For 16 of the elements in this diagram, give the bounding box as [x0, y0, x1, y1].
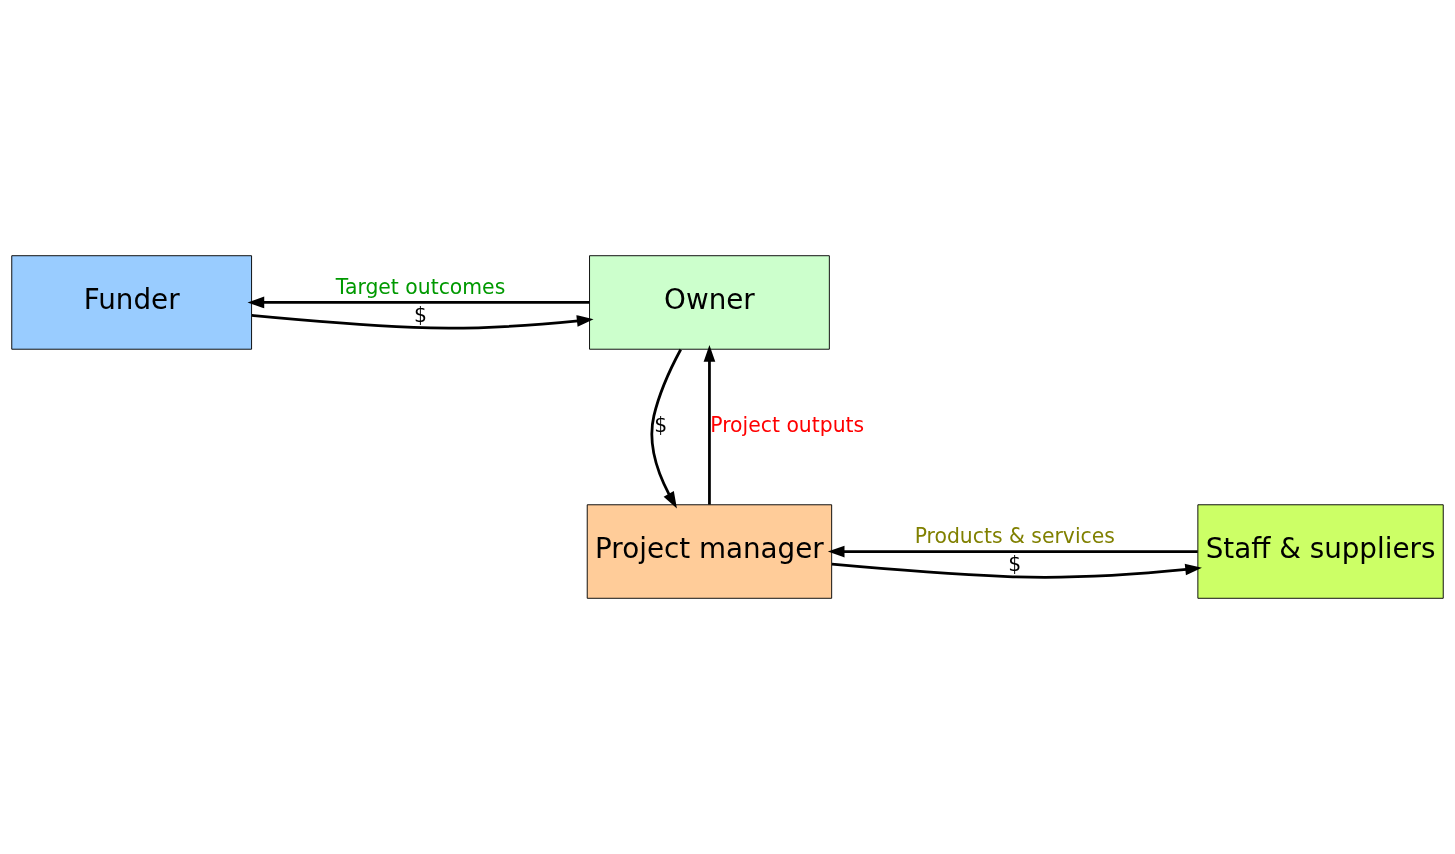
node-box: Project manager	[586, 504, 833, 599]
arrow	[251, 314, 594, 330]
node-box: Owner	[589, 255, 830, 350]
arrow	[827, 545, 1198, 558]
edge-label: $	[654, 413, 668, 438]
edge-label: Project outputs	[710, 413, 865, 438]
arrow	[247, 296, 590, 309]
edge-label: $	[1008, 551, 1022, 576]
edge-label: Products & services	[914, 523, 1115, 548]
arrow	[650, 348, 682, 509]
arrow	[703, 345, 716, 505]
node-box: Staff & suppliers	[1197, 504, 1444, 599]
node-box: Funder	[11, 255, 253, 350]
arrow	[831, 562, 1202, 579]
edge-label: Target outcomes	[335, 274, 506, 299]
edge-label: $	[414, 302, 428, 327]
